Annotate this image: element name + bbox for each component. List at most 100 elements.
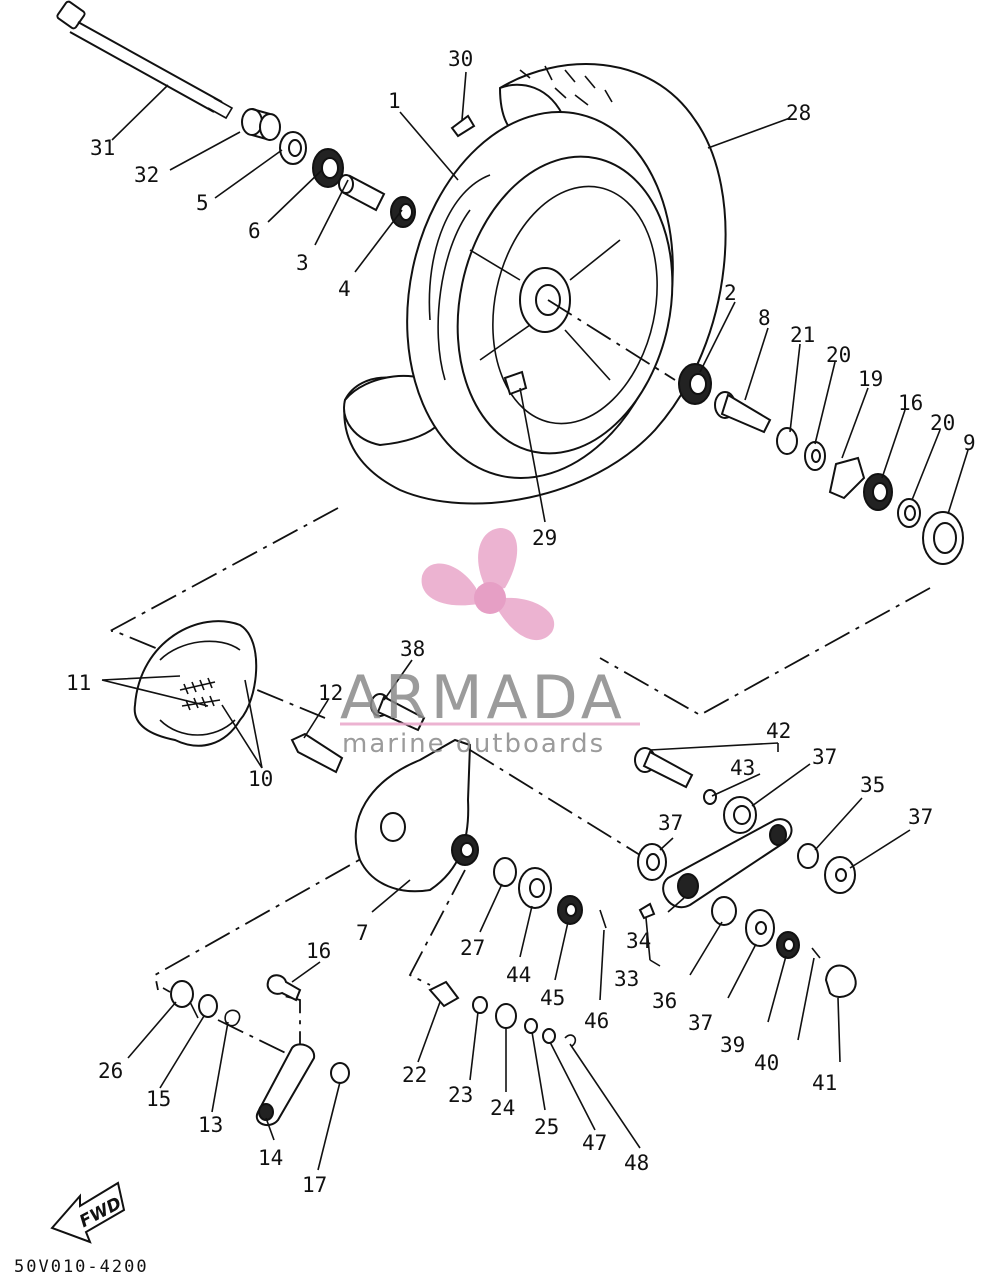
washer-part-15 bbox=[198, 994, 218, 1018]
callout-41: 41 bbox=[812, 1071, 837, 1095]
nut-part-45 bbox=[557, 895, 583, 925]
oil-seal-part-9 bbox=[922, 511, 964, 565]
callout-6: 6 bbox=[248, 219, 261, 243]
callout-28: 28 bbox=[786, 101, 811, 125]
watermark-brand: ARMADA bbox=[340, 663, 626, 733]
callout-17: 17 bbox=[302, 1173, 327, 1197]
washer-part-37a bbox=[723, 796, 757, 834]
callout-48: 48 bbox=[624, 1151, 649, 1175]
callout-16b: 16 bbox=[898, 391, 923, 415]
collar-part-24 bbox=[495, 1003, 517, 1029]
callout-23: 23 bbox=[448, 1083, 473, 1107]
brake-lever-part-14 bbox=[255, 1043, 316, 1127]
callout-46: 46 bbox=[584, 1009, 609, 1033]
fwd-arrow-icon: FWD bbox=[50, 1181, 126, 1244]
callout-34: 34 bbox=[626, 929, 651, 953]
bolt-part-42 bbox=[634, 747, 694, 789]
callout-39: 39 bbox=[720, 1033, 745, 1057]
callout-4: 4 bbox=[338, 277, 351, 301]
callout-37a: 37 bbox=[812, 745, 837, 769]
watermark-tagline: marine outboards bbox=[342, 729, 605, 759]
callout-37c: 37 bbox=[908, 805, 933, 829]
washer-part-23 bbox=[472, 996, 488, 1014]
callout-24: 24 bbox=[490, 1096, 515, 1120]
callout-5: 5 bbox=[196, 191, 209, 215]
axle-part-31 bbox=[56, 0, 234, 120]
pin-part-46 bbox=[599, 909, 607, 929]
callout-30: 30 bbox=[448, 47, 473, 71]
callout-35: 35 bbox=[860, 773, 885, 797]
leader-lines bbox=[101, 71, 969, 1171]
bolt-part-16 bbox=[266, 974, 302, 1002]
callout-36: 36 bbox=[652, 989, 677, 1013]
callout-27: 27 bbox=[460, 936, 485, 960]
nut-part-17 bbox=[330, 1062, 350, 1084]
washer-part-20a bbox=[804, 441, 826, 471]
collar-part-4 bbox=[390, 196, 416, 228]
callout-31: 31 bbox=[90, 136, 115, 160]
washer-part-37c bbox=[824, 856, 856, 894]
callout-32: 32 bbox=[134, 163, 159, 187]
callout-29: 29 bbox=[532, 526, 557, 550]
brake-shoe-part-10 bbox=[133, 620, 258, 747]
callout-43: 43 bbox=[730, 756, 755, 780]
oil-seal-part-27 bbox=[493, 857, 517, 887]
washer-part-37b bbox=[637, 843, 667, 881]
callout-21: 21 bbox=[790, 323, 815, 347]
callout-22: 22 bbox=[402, 1063, 427, 1087]
assembly-line-lower bbox=[408, 869, 466, 986]
fwd-label: FWD bbox=[76, 1194, 125, 1233]
indicator-part-22 bbox=[428, 980, 460, 1008]
spring-part-26 bbox=[162, 980, 199, 1019]
callout-19: 19 bbox=[858, 367, 883, 391]
callout-10: 10 bbox=[248, 767, 273, 791]
clip-part-48 bbox=[564, 1034, 577, 1047]
pin-part-40 bbox=[811, 947, 821, 959]
cap-part-41 bbox=[824, 964, 857, 998]
callout-8: 8 bbox=[758, 306, 771, 330]
clip-part-34 bbox=[638, 902, 656, 920]
callout-37d: 37 bbox=[688, 1011, 713, 1035]
cam-shaft-part-12 bbox=[290, 732, 344, 774]
callout-2: 2 bbox=[724, 281, 737, 305]
assembly-line-cam bbox=[217, 994, 301, 1062]
watermark: ARMADA marine outboards bbox=[340, 528, 640, 759]
collar-part-35 bbox=[797, 843, 819, 869]
spacer-part-32 bbox=[241, 108, 281, 141]
balance-weight-part-30 bbox=[450, 114, 476, 138]
brake-panel-part-7 bbox=[354, 738, 479, 893]
callout-20a: 20 bbox=[826, 343, 851, 367]
bearing-part-6 bbox=[312, 148, 344, 188]
callout-37b: 37 bbox=[658, 811, 683, 835]
callout-14: 14 bbox=[258, 1146, 283, 1170]
assembly-line-lower-left bbox=[153, 819, 431, 991]
callout-12: 12 bbox=[318, 681, 343, 705]
bearing-part-2 bbox=[678, 363, 712, 405]
callout-38: 38 bbox=[400, 637, 425, 661]
propeller-logo-icon bbox=[421, 528, 555, 641]
callout-45: 45 bbox=[540, 986, 565, 1010]
assembly-line-arm bbox=[469, 749, 641, 856]
callout-20b: 20 bbox=[930, 411, 955, 435]
oil-seal-part-5 bbox=[279, 131, 307, 165]
callout-3: 3 bbox=[296, 251, 309, 275]
clip-part-13 bbox=[224, 1009, 241, 1027]
spacer-part-3 bbox=[338, 174, 386, 212]
callout-9: 9 bbox=[963, 431, 976, 455]
bolt-part-8 bbox=[714, 391, 772, 434]
washer-part-47 bbox=[542, 1028, 556, 1044]
callout-44: 44 bbox=[506, 963, 531, 987]
assembly-line-hub bbox=[547, 299, 676, 381]
callout-16a: 16 bbox=[306, 939, 331, 963]
callout-numbers: 31 32 5 6 3 4 1 30 28 2 8 21 20 19 16 20… bbox=[66, 47, 976, 1197]
gear-part-16 bbox=[863, 473, 893, 511]
callout-11: 11 bbox=[66, 671, 91, 695]
callout-42: 42 bbox=[766, 719, 791, 743]
callout-33: 33 bbox=[614, 967, 639, 991]
washer-part-25 bbox=[524, 1018, 538, 1034]
callout-26: 26 bbox=[98, 1059, 123, 1083]
callout-47: 47 bbox=[582, 1131, 607, 1155]
torque-arm-part-33 bbox=[662, 818, 793, 909]
callout-15: 15 bbox=[146, 1087, 171, 1111]
